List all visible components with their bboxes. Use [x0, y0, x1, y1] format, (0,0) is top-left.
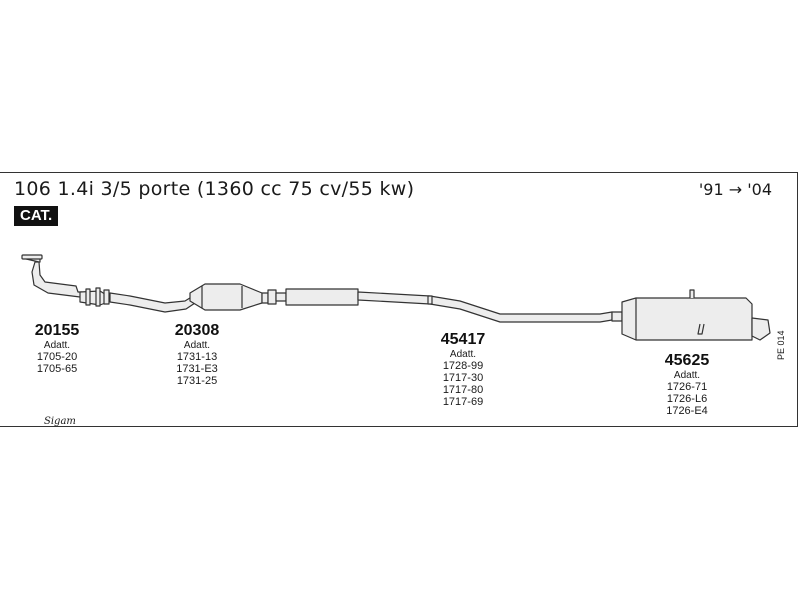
part-45625: 45625 Adatt. 1726-71 1726-L6 1726-E4: [652, 352, 722, 417]
part-20155: 20155 Adatt. 1705-20 1705-65: [22, 322, 92, 375]
part-number: 20155: [34, 322, 80, 339]
part-number: 45417: [440, 331, 486, 348]
adapter-code: 1726-L6: [666, 393, 708, 405]
adapter-code: 1726-E4: [666, 405, 708, 417]
adapt-label: Adatt.: [43, 340, 71, 351]
adapter-code: 1731-25: [176, 375, 218, 387]
adapter-code: 1731-E3: [176, 363, 218, 375]
front-pipe-20155: [21, 254, 110, 307]
catalyst-20308: [109, 283, 269, 313]
vehicle-title: 106 1.4i 3/5 porte (1360 cc 75 cv/55 kw): [14, 178, 415, 200]
rear-silencer-45625: [611, 289, 771, 341]
adapter-code: 1717-30: [442, 372, 484, 384]
adapt-label: Adatt.: [183, 340, 211, 351]
brand-logo: Sigam: [44, 416, 76, 427]
cat-badge: CAT.: [14, 206, 59, 226]
catalog-reference: PE 014: [776, 330, 786, 360]
adapter-code: 1717-69: [442, 396, 484, 408]
part-45417: 45417 Adatt. 1728-99 1717-30 1717-80 171…: [428, 331, 498, 408]
adapter-code: 1728-99: [442, 360, 484, 372]
adapter-code: 1705-65: [36, 363, 78, 375]
year-range: '91 → '04: [698, 180, 772, 199]
adapter-code: 1717-80: [442, 384, 484, 396]
part-number: 20308: [174, 322, 220, 339]
part-20308: 20308 Adatt. 1731-13 1731-E3 1731-25: [162, 322, 232, 387]
adapt-label: Adatt.: [673, 370, 701, 381]
adapter-code: 1731-13: [176, 351, 218, 363]
adapter-code: 1705-20: [36, 351, 78, 363]
adapt-label: Adatt.: [449, 349, 477, 360]
centre-pipe-45417: [267, 288, 613, 323]
adapter-code: 1726-71: [666, 381, 708, 393]
part-number: 45625: [664, 352, 710, 369]
